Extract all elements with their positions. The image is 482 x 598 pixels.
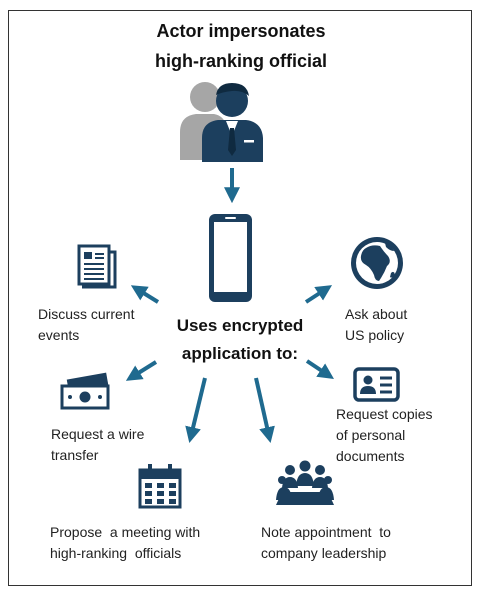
arrow-to-people xyxy=(254,377,275,444)
center-line-1: Uses encrypted xyxy=(176,316,304,335)
arrow-to-calendar xyxy=(185,377,207,443)
action-wire-transfer: Request a wire transfer xyxy=(51,426,145,463)
arrow-to-money xyxy=(125,360,158,381)
action-propose-meeting: Propose a meeting with high-ranking offi… xyxy=(50,524,201,561)
arrow-to-globe xyxy=(304,285,333,304)
calendar-icon xyxy=(138,464,182,509)
title-line-2: high-ranking official xyxy=(154,51,327,71)
diagram-frame xyxy=(8,10,472,586)
id-card-icon xyxy=(353,367,400,402)
action-note-appointment: Note appointment to company leadership xyxy=(261,524,391,561)
money-icon xyxy=(60,372,110,410)
action-personal-documents: Request copies of personal documents xyxy=(336,406,433,464)
title-line-1: Actor impersonates xyxy=(156,21,326,41)
action-discuss-events: Discuss current events xyxy=(38,306,135,343)
impersonator-icon xyxy=(180,82,263,162)
arrow-to-idcard xyxy=(305,359,334,379)
globe-icon xyxy=(351,237,403,289)
action-ask-policy: Ask about US policy xyxy=(345,306,408,343)
people-group-icon xyxy=(276,460,334,505)
center-line-2: application to: xyxy=(181,344,299,363)
newspaper-icon xyxy=(77,244,117,289)
arrow-to-news xyxy=(130,285,160,304)
phone-icon xyxy=(209,214,252,302)
